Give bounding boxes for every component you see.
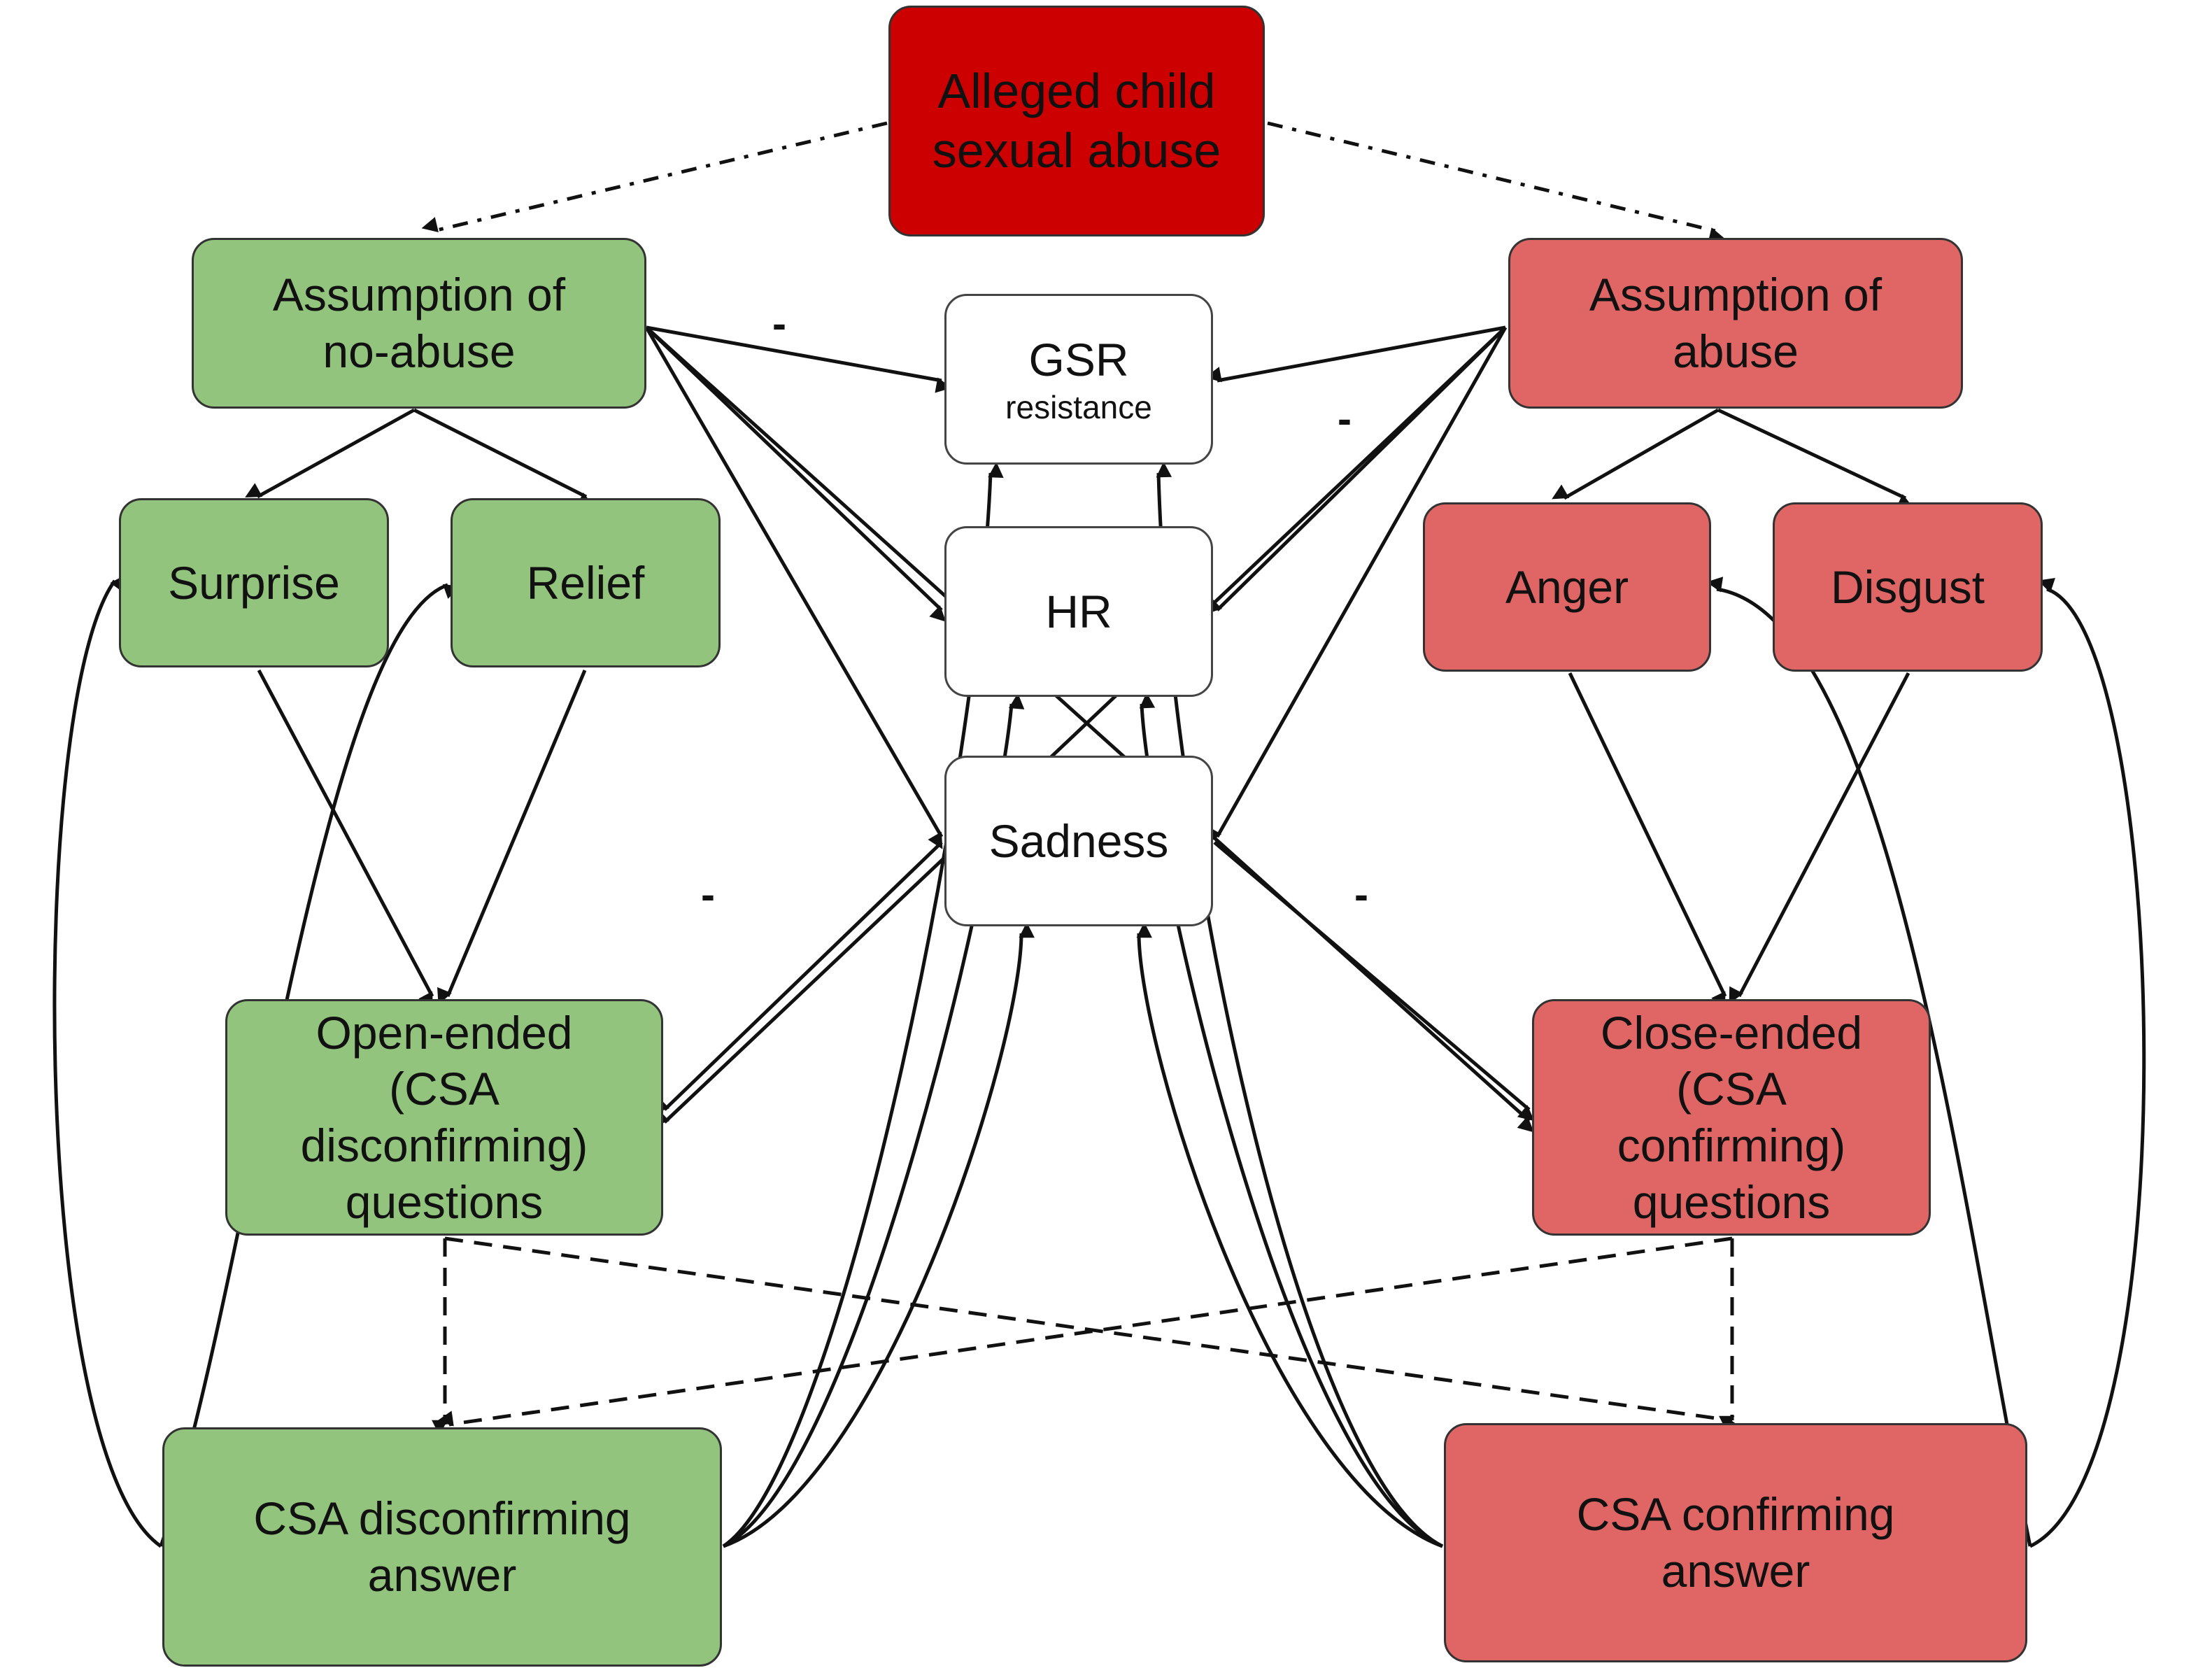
surprise-node: Surprise <box>119 498 389 667</box>
connector-arrow <box>1136 921 1443 1548</box>
node-text: (CSA <box>389 1063 499 1115</box>
node-text: disconfirming) <box>300 1119 588 1171</box>
node-text: questions <box>345 1175 544 1228</box>
node-text: no-abuse <box>322 325 516 377</box>
connector-arrow <box>1717 408 1914 509</box>
node-subtext: resistance <box>1005 389 1152 426</box>
node-text: CSA confirming <box>1576 1488 1895 1541</box>
node-text: Close-ended <box>1600 1006 1863 1059</box>
node-text: CSA disconfirming <box>253 1492 631 1545</box>
connector-arrow <box>257 669 434 1009</box>
negative-sign: - <box>772 300 786 347</box>
anger-node: Anger <box>1423 502 1711 672</box>
csa-disconfirming-answer-node: CSA disconfirming answer <box>162 1427 722 1667</box>
node-text: Relief <box>526 556 645 609</box>
connector-arrow <box>413 408 594 507</box>
node-text: Surprise <box>168 556 340 609</box>
connector-arrow <box>245 408 416 499</box>
alleged-child-sexual-abuse-node: Alleged child sexual abuse <box>888 6 1265 236</box>
connector-arrow <box>1267 121 1725 243</box>
node-text: questions <box>1632 1175 1831 1228</box>
connector-arrow <box>1568 672 1727 1009</box>
connector-arrow <box>1729 672 1910 1004</box>
gsr-node: GSR resistance <box>944 294 1213 465</box>
connector-arrow <box>444 1236 1741 1433</box>
node-text: sexual abuse <box>932 123 1221 178</box>
assumption-abuse-node: Assumption of abuse <box>1508 238 1963 409</box>
assumption-no-abuse-node: Assumption of no-abuse <box>192 238 646 409</box>
node-text: abuse <box>1673 325 1799 377</box>
node-text: Disgust <box>1830 560 1985 613</box>
node-text: Assumption of <box>1589 269 1883 321</box>
node-text: Alleged child <box>937 63 1216 118</box>
disgust-node: Disgust <box>1773 502 2043 672</box>
relief-node: Relief <box>451 498 721 667</box>
connector-arrow <box>653 841 943 1114</box>
connector-arrow <box>2029 578 2146 1548</box>
connector-arrow <box>644 326 944 849</box>
node-text: HR <box>1045 585 1112 637</box>
node-text: Anger <box>1505 560 1629 613</box>
negative-sign: - <box>1338 395 1352 442</box>
node-text: GSR <box>1028 333 1129 386</box>
node-text: answer <box>367 1549 517 1601</box>
connector-arrow <box>421 121 888 233</box>
connector-arrow <box>1552 408 1720 500</box>
node-text: confirming) <box>1617 1119 1846 1171</box>
connector-arrow <box>159 583 460 1547</box>
open-ended-questions-node: Open-ended (CSA disconfirming) questions <box>225 999 663 1236</box>
sadness-node: Sadness <box>944 756 1213 926</box>
node-text: Assumption of <box>272 269 566 321</box>
negative-sign: - <box>701 871 715 918</box>
negative-sign: - <box>1354 871 1368 918</box>
connector-arrow <box>653 326 1507 1126</box>
connector-arrow <box>437 670 587 1005</box>
node-text: Open-ended <box>316 1006 573 1059</box>
connector-arrow <box>723 921 1035 1548</box>
connector-arrow <box>645 326 947 622</box>
connector-arrow <box>437 1236 1733 1427</box>
hr-node: HR <box>944 526 1213 697</box>
close-ended-questions-node: Close-ended (CSA confirming) questions <box>1532 999 1931 1236</box>
connector-arrow <box>646 325 952 393</box>
csa-confirming-answer-node: CSA confirming answer <box>1444 1423 2027 1662</box>
connector-arrow <box>1207 326 1508 844</box>
connector-arrow <box>52 574 162 1548</box>
connector-arrow <box>1213 841 1535 1122</box>
node-text: (CSA <box>1676 1063 1787 1115</box>
node-text: answer <box>1661 1545 1810 1597</box>
node-text: Sadness <box>988 814 1169 867</box>
connector-arrow <box>1205 325 1506 383</box>
